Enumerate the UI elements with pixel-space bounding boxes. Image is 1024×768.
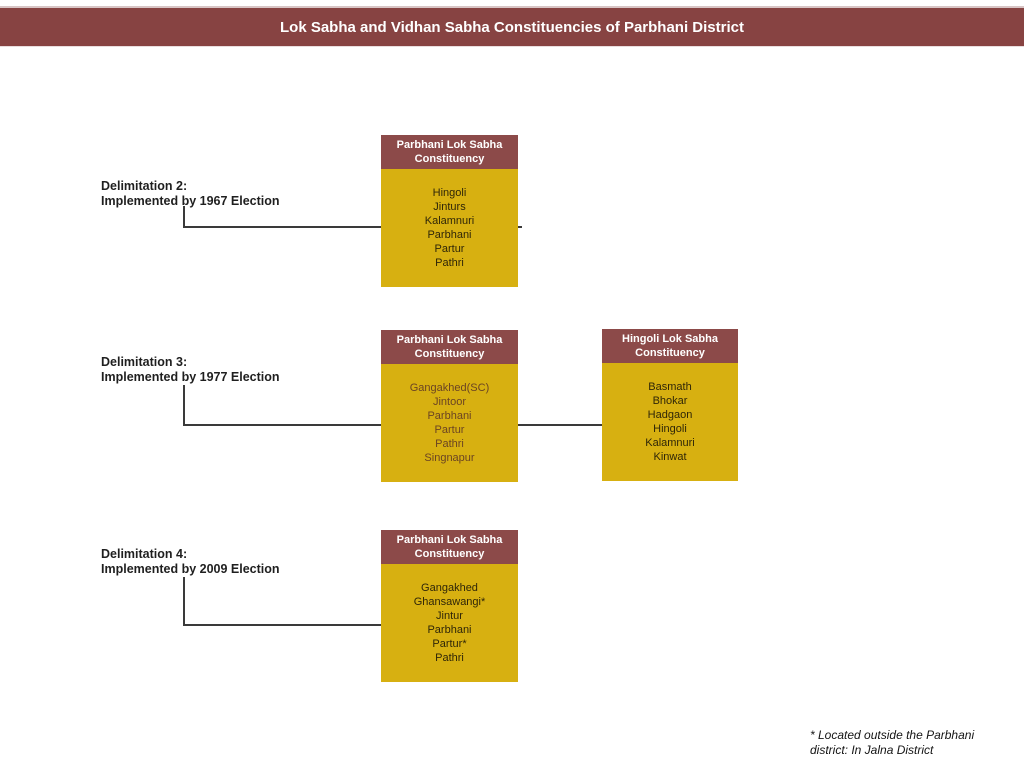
constituency-box-header: Parbhani Lok Sabha Constituency [381, 135, 518, 169]
footnote-line1: * Located outside the Parbhani [810, 728, 975, 742]
constituency-item: Kalamnuri [645, 437, 695, 449]
constituency-item: Parbhani [427, 624, 472, 636]
constituency-box-hingoli-1977: Hingoli Lok Sabha Constituency Basmath B… [602, 329, 738, 481]
constituency-box-parbhani-1967: Parbhani Lok Sabha Constituency Hingoli … [381, 135, 518, 287]
box-header-line1: Parbhani Lok Sabha [396, 334, 503, 346]
constituency-item: Pathri [435, 257, 464, 269]
constituency-box-body: Hingoli Jinturs Kalamnuri Parbhani Partu… [381, 169, 518, 287]
box-header-line2: Constituency [414, 153, 485, 165]
constituency-item: Gangakhed(SC) [409, 382, 490, 394]
constituency-item: Partur* [432, 638, 467, 650]
constituency-box-parbhani-2009: Parbhani Lok Sabha Constituency Gangakhe… [381, 530, 518, 682]
delimitation-4-label-line2: Implemented by 2009 Election [101, 562, 280, 576]
delimitation-3-label: Delimitation 3: Implemented by 1977 Elec… [101, 355, 280, 385]
box-header-line1: Hingoli Lok Sabha [622, 333, 718, 345]
title-bar: Lok Sabha and Vidhan Sabha Constituencie… [0, 6, 1024, 47]
constituency-box-parbhani-1977: Parbhani Lok Sabha Constituency Gangakhe… [381, 330, 518, 482]
constituency-box-header: Parbhani Lok Sabha Constituency [381, 530, 518, 564]
constituency-item: Parbhani [427, 410, 472, 422]
delimitation-3-label-line2: Implemented by 1977 Election [101, 370, 280, 384]
constituency-box-body: Basmath Bhokar Hadgaon Hingoli Kalamnuri… [602, 363, 738, 481]
delimitation-4-label-line1: Delimitation 4: [101, 547, 188, 561]
constituency-item: Pathri [435, 438, 464, 450]
box-header-line2: Constituency [635, 347, 705, 359]
connector-vertical-line [183, 206, 185, 227]
constituency-item: Hadgaon [647, 409, 693, 421]
constituency-item: Ghansawangi* [413, 596, 486, 608]
footnote-line2: district: In Jalna District [810, 743, 934, 757]
constituency-item: Basmath [648, 381, 692, 393]
constituency-item: Partur [434, 424, 465, 436]
constituency-box-body: Gangakhed(SC) Jintoor Parbhani Partur Pa… [381, 364, 518, 482]
delimitation-2-label-line2: Implemented by 1967 Election [101, 194, 280, 208]
connector-vertical-line [183, 577, 185, 625]
delimitation-3-label-line1: Delimitation 3: [101, 355, 188, 369]
constituency-item: Singnapur [424, 452, 475, 464]
constituency-item: Kinwat [653, 451, 687, 463]
footnote: * Located outside the Parbhani district:… [810, 728, 974, 758]
box-header-line1: Parbhani Lok Sabha [396, 534, 503, 546]
constituency-box-header: Parbhani Lok Sabha Constituency [381, 330, 518, 364]
constituency-item: Hingoli [653, 423, 687, 435]
constituency-item: Hingoli [432, 187, 467, 199]
delimitation-2-label: Delimitation 2: Implemented by 1967 Elec… [101, 179, 280, 209]
box-header-line1: Parbhani Lok Sabha [396, 139, 503, 151]
constituency-item: Pathri [435, 652, 464, 664]
box-header-line2: Constituency [414, 548, 485, 560]
box-header-line2: Constituency [414, 348, 485, 360]
constituency-box-body: Gangakhed Ghansawangi* Jintur Parbhani P… [381, 564, 518, 682]
constituency-item: Bhokar [652, 395, 688, 407]
constituency-box-header: Hingoli Lok Sabha Constituency [602, 329, 738, 363]
constituency-item: Jintur [436, 610, 463, 622]
constituency-item: Jintoor [432, 396, 467, 408]
constituency-item: Partur [434, 243, 465, 255]
delimitation-4-label: Delimitation 4: Implemented by 2009 Elec… [101, 547, 280, 577]
constituency-item: Parbhani [427, 229, 472, 241]
constituency-item: Gangakhed [421, 582, 478, 594]
connector-horizontal-line [183, 226, 522, 228]
connector-horizontal-line [183, 624, 381, 626]
connector-vertical-line [183, 385, 185, 425]
delimitation-2-label-line1: Delimitation 2: [101, 179, 188, 193]
page-title: Lok Sabha and Vidhan Sabha Constituencie… [280, 18, 744, 36]
constituency-item: Jinturs [433, 201, 466, 213]
constituency-item: Kalamnuri [424, 215, 475, 227]
